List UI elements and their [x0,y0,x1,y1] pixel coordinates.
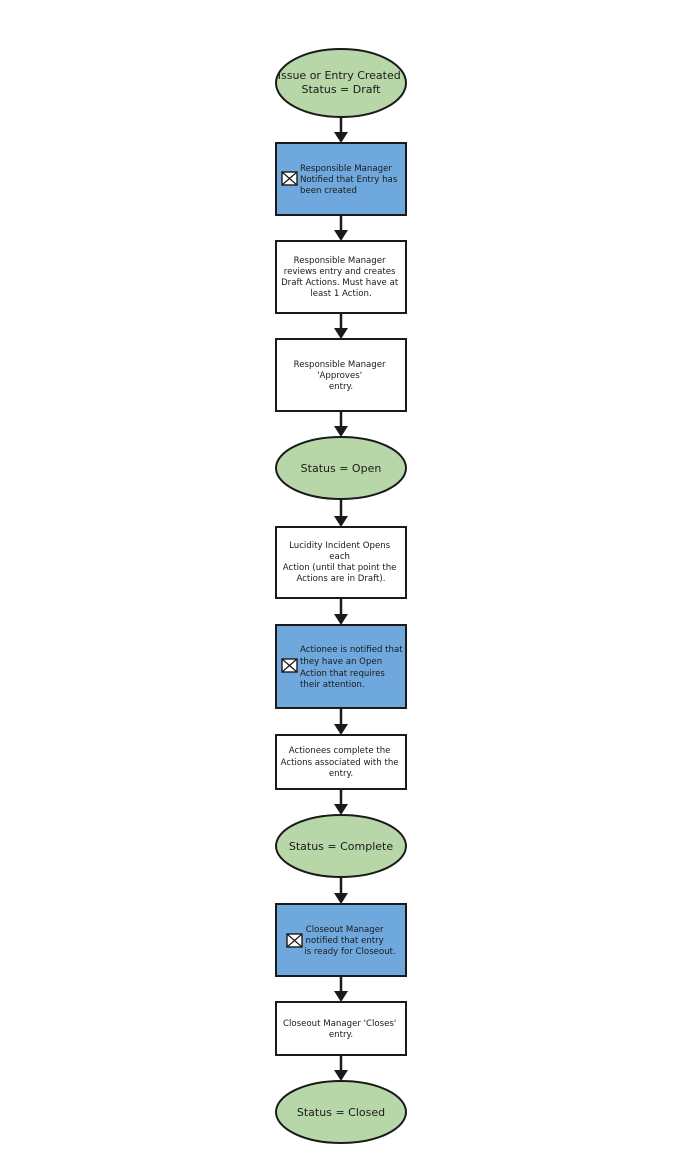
connectors [334,117,348,1081]
arrowhead [334,991,348,1002]
process-box [275,1001,407,1056]
node-line: Actionees complete the [289,746,391,756]
arrowhead [334,724,348,735]
envelope-icon [281,658,298,673]
node-line: they have an Open [300,657,382,667]
notify-closeout-node: Closeout Manager notified that entry is … [275,903,407,977]
node-line: Status = Closed [297,1106,385,1119]
status-closed-node: Status = Closed [275,1080,407,1144]
node-line: Lucidity Incident Opens [289,541,391,551]
node-line: Closeout Manager [306,925,384,935]
process-box [275,734,407,790]
node-text: Closeout Manager notified that entry is … [304,925,396,957]
arrowhead [334,230,348,241]
start-node: Issue or Entry Created Status = Draft [275,48,407,118]
notify-manager-node: Responsible Manager Notified that Entry … [275,142,407,216]
node-text: Responsible Manager 'Approves' entry. [294,360,389,392]
node-line: entry. [329,769,353,779]
status-oval [275,814,407,878]
arrowhead [334,1070,348,1081]
arrowhead [334,328,348,339]
arrowhead [334,893,348,904]
node-text: Issue or Entry Created Status = Draft [278,69,405,96]
arrowhead [334,426,348,437]
status-oval [275,436,407,500]
arrowhead [334,614,348,625]
node-line: Responsible Manager [294,256,386,266]
status-oval [275,1080,407,1144]
node-line: Responsible Manager [300,164,392,174]
envelope-icon [286,933,303,948]
node-line: least 1 Action. [310,289,371,299]
arrowhead [334,132,348,143]
node-line: been created [300,186,357,196]
node-line: Action that requires [300,669,385,679]
node-line: Actions are in Draft). [296,574,385,584]
process-box [275,240,407,314]
close-entry-node: Closeout Manager 'Closes' entry. [275,1001,407,1056]
node-line: is ready for Closeout. [304,947,396,957]
node-text: Actionees complete the Actions associate… [281,746,402,779]
node-text: Lucidity Incident Opens each Action (unt… [283,541,399,584]
status-open-node: Status = Open [275,436,407,500]
node-text: Status = Complete [289,840,394,853]
open-actions-node: Lucidity Incident Opens each Action (unt… [275,526,407,599]
node-text: Responsible Manager reviews entry and cr… [281,256,401,299]
node-line: Actions associated with the [281,758,399,768]
node-line: each [329,552,350,562]
status-complete-node: Status = Complete [275,814,407,878]
status-oval [275,48,407,118]
process-box [275,526,407,599]
node-line: entry. [329,1030,353,1040]
approve-entry-node: Responsible Manager 'Approves' entry. [275,338,407,412]
arrowhead [334,516,348,527]
node-text: Responsible Manager Notified that Entry … [300,164,400,196]
node-line: Status = Complete [289,840,394,853]
node-line: Actionee is notified that [300,645,403,655]
complete-actions-node: Actionees complete the Actions associate… [275,734,407,790]
node-line: Closeout Manager 'Closes' [283,1019,396,1029]
node-line: Action (until that point the [283,563,397,573]
envelope-icon [281,171,298,186]
node-line: Status = Draft [302,83,382,96]
node-text: Closeout Manager 'Closes' entry. [283,1019,399,1040]
arrowhead [334,804,348,815]
node-line: Notified that Entry has [300,175,398,185]
review-entry-node: Responsible Manager reviews entry and cr… [275,240,407,314]
notify-actionee-node: Actionee is notified that they have an O… [275,624,407,709]
node-line: Draft Actions. Must have at [281,278,399,288]
node-line: Status = Open [301,462,382,475]
node-text: Status = Open [301,462,382,475]
node-line: reviews entry and creates [284,267,396,277]
node-line: entry. [329,382,353,392]
process-box [275,338,407,412]
node-line: notified that entry [306,936,384,946]
node-line: Responsible Manager [294,360,386,370]
node-line: 'Approves' [317,371,362,381]
node-line: Issue or Entry Created [278,69,401,82]
node-text: Actionee is notified that they have an O… [300,645,405,690]
node-line: their attention. [300,680,365,690]
node-text: Status = Closed [297,1106,385,1119]
